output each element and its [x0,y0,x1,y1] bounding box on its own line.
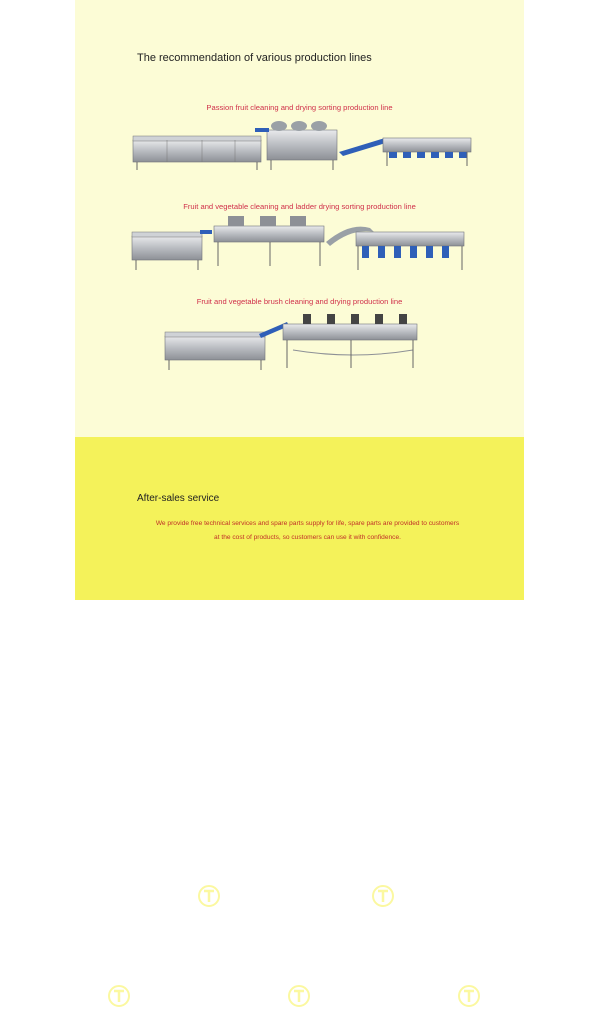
passion-fruit-line-image [132,121,472,170]
ladder-drying-line-image [131,216,465,270]
watermark-logo-icon [108,985,130,1007]
after-sales-text: We provide free technical services and s… [155,520,460,541]
production-lines-section: The recommendation of various production… [75,0,524,437]
watermark-logo-icon [458,985,480,1007]
watermark-logo-icon [372,885,394,907]
brush-cleaning-line-image [164,314,418,370]
section-title: The recommendation of various production… [137,52,372,64]
line-caption-ladder-drying: Fruit and vegetable cleaning and ladder … [183,202,416,211]
line-caption-brush-cleaning: Fruit and vegetable brush cleaning and d… [196,297,403,306]
after-sales-title: After-sales service [137,493,220,504]
watermark-logo-icon [288,985,310,1007]
watermark-logo-icon [198,885,220,907]
page: The recommendation of various production… [75,0,524,1007]
after-sales-section [75,437,524,1007]
line-caption-passion-fruit: Passion fruit cleaning and drying sortin… [206,103,393,112]
